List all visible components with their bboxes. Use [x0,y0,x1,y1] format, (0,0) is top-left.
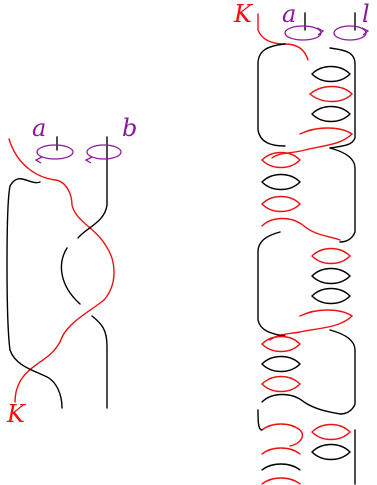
right-left-rail [257,43,286,147]
right-label-b: l [362,0,370,28]
left-label-a: a [32,114,46,142]
right-right-rail-3 [329,329,356,415]
left-strand-a-lower [6,178,63,409]
left-knot-strand [8,138,115,403]
right-coils-1 [271,65,354,159]
right-meridian-a [284,25,325,41]
right-coils-4 [261,335,341,415]
right-left-rail-2 [257,231,286,337]
right-coils-5 [257,409,356,485]
left-strand-b-lower [91,315,108,409]
left-meridian-a [34,144,74,164]
right-label-a: a [282,0,296,28]
right-meridian-b [333,25,370,41]
left-strand-b [77,136,108,239]
right-coils-2 [261,151,341,241]
right-right-rail-2 [329,147,356,243]
left-label-k: K [6,400,27,428]
right-braid: K a l [233,0,370,485]
left-strand-b-mid [60,247,81,305]
left-braid: a b K [6,114,137,428]
left-meridian-b [84,144,122,164]
right-right-rail [329,47,356,149]
right-label-k: K [233,0,254,28]
right-coils-3 [269,247,354,341]
left-label-b: b [122,114,137,142]
